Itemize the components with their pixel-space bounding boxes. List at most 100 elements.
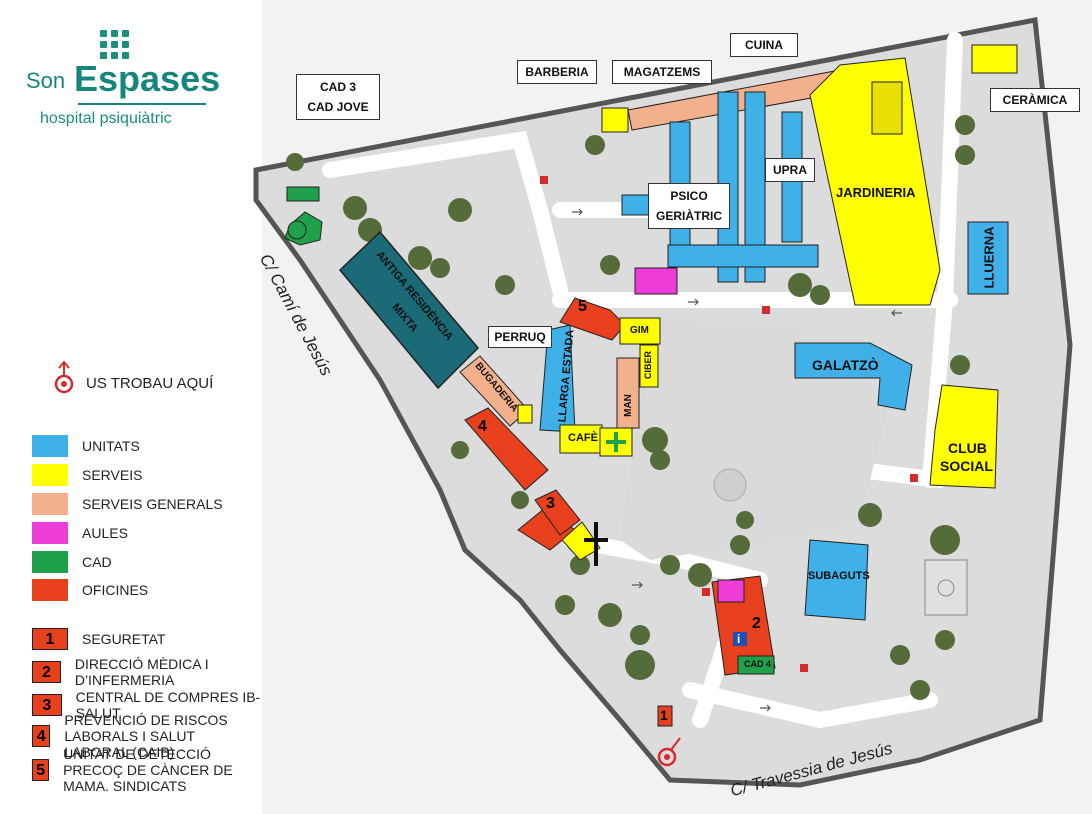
- number-label: SEGURETAT: [82, 631, 166, 647]
- legend-label: UNITATS: [82, 438, 140, 454]
- number-badge: 3: [32, 694, 62, 716]
- number-label: CENTRAL DE COMPRES IB-SALUT: [75, 689, 261, 721]
- legend-item-aules: AULES: [32, 521, 128, 545]
- legend-swatch: [32, 435, 68, 457]
- legend-number-2: 2 DIRECCIÓ MÈDICA I D’INFERMERIA: [32, 656, 262, 688]
- building-jardineria: [809, 57, 941, 306]
- building-lluerna: [967, 221, 1009, 295]
- number-badge: 1: [32, 628, 68, 650]
- building-ciber: [639, 344, 659, 388]
- callout-psico-line1: PSICO: [670, 189, 708, 203]
- label-galatzo: GALATZÒ: [812, 357, 879, 373]
- number-label: DIRECCIÓ MÈDICA I D’INFERMERIA: [74, 656, 209, 688]
- callout-psico: PSICO GERIÀTRIC: [648, 183, 730, 229]
- number-label: UNITAT DE DETECCIÓ PRECOÇ DE CÀNCER DE M…: [63, 746, 233, 794]
- callout-cad3-line2: CAD JOVE: [307, 100, 369, 114]
- roads: [322, 32, 963, 729]
- legend-item-unitats: UNITATS: [32, 434, 140, 458]
- legend-item-cad: CAD: [32, 550, 112, 574]
- building-perruq: [517, 404, 533, 424]
- building-gim: [619, 317, 661, 345]
- trees: [286, 115, 975, 700]
- number-badge: 2: [32, 661, 61, 683]
- label-cad4: CAD 4: [744, 659, 772, 669]
- number-label: PREVENCIÓ DE RISCOS LABORALS I SALUT LAB…: [64, 712, 228, 760]
- legend-label: SERVEIS GENERALS: [82, 496, 223, 512]
- callout-ceramica: CERÀMICA: [990, 88, 1080, 112]
- logo-son: Son: [26, 68, 66, 93]
- legend-swatch: [32, 464, 68, 486]
- logo-subtitle: hospital psiquiàtric: [40, 110, 172, 127]
- parking-icon: [540, 176, 918, 672]
- label-cafe: CAFÈ: [568, 432, 598, 444]
- you-are-here-icon: [54, 360, 74, 394]
- label-subaguts: SUBAGUTS: [808, 570, 870, 582]
- building-number-2: 2: [752, 615, 761, 632]
- label-ciber: CIBER: [643, 350, 654, 380]
- label-jardineria: JARDINERIA: [836, 185, 916, 200]
- building-5: [559, 297, 626, 341]
- fountain: [713, 468, 747, 502]
- legend-swatch: [32, 579, 68, 601]
- legend-number-1: 1 SEGURETAT: [32, 627, 166, 651]
- callout-cad3-line1: CAD 3: [319, 80, 356, 94]
- building-cad3-top: [286, 186, 320, 202]
- callout-cad3: CAD 3 CAD JOVE: [296, 74, 380, 120]
- building-cad4: [737, 655, 775, 675]
- you-are-here-marker-icon: [657, 737, 681, 767]
- building-subaguts: [804, 539, 869, 621]
- building-unit-c: [744, 91, 766, 283]
- callout-magatzems: MAGATZEMS: [612, 60, 712, 84]
- label-club-line2: SOCIAL: [940, 458, 993, 474]
- number-badge: 5: [32, 759, 50, 781]
- legend-label: AULES: [82, 525, 128, 541]
- legend-number-5: 5 UNITAT DE DETECCIÓ PRECOÇ DE CÀNCER DE…: [32, 746, 262, 794]
- legend-item-serveis: SERVEIS: [32, 463, 142, 487]
- callout-perruq: PERRUQ: [488, 326, 552, 348]
- building-antiga-residencia: [338, 230, 480, 390]
- hospital-logo: Son Espases hospital psiquiàtric: [22, 30, 242, 140]
- label-lluerna: LLUERNA: [981, 226, 997, 289]
- callout-psico-line2: GERIÀTRIC: [656, 209, 722, 223]
- legend-swatch: [32, 522, 68, 544]
- label-info: i: [737, 632, 741, 646]
- legend-label: SERVEIS: [82, 467, 143, 483]
- direction-arrows: [572, 208, 902, 712]
- you-are-here-label: US TROBAU AQUÍ: [86, 375, 214, 392]
- legend-panel: Son Espases hospital psiquiàtric US TROB…: [0, 0, 262, 814]
- building-unit-e: [667, 244, 819, 268]
- building-barberia: [601, 107, 629, 133]
- legend-swatch: [32, 551, 68, 573]
- legend-item-oficines: OFICINES: [32, 578, 148, 602]
- legend-item-serveis-generals: SERVEIS GENERALS: [32, 492, 223, 516]
- building-4: [464, 407, 549, 491]
- building-number-3: 3: [546, 495, 555, 512]
- building-cafe: [559, 424, 603, 454]
- logo-dots-icon: [100, 30, 130, 60]
- sports-court: [924, 559, 968, 616]
- callout-cuina: CUINA: [730, 33, 798, 57]
- legend-swatch: [32, 493, 68, 515]
- label-man: MAN: [622, 394, 634, 417]
- info-icon: [733, 632, 747, 646]
- building-ceramica: [971, 44, 1018, 74]
- legend-number-4: 4 PREVENCIÓ DE RISCOS LABORALS I SALUT L…: [32, 712, 262, 760]
- building-man: [616, 357, 640, 429]
- legend-label: OFICINES: [82, 582, 149, 598]
- central-plaza: [620, 320, 890, 560]
- building-aula: [634, 267, 678, 295]
- logo-underline: [78, 103, 206, 105]
- legend-number-3: 3 CENTRAL DE COMPRES IB-SALUT: [32, 689, 262, 721]
- number-badge: 4: [32, 725, 51, 747]
- legend-label: CAD: [82, 554, 112, 570]
- logo-espases: Espases: [74, 58, 221, 99]
- callout-barberia: BARBERIA: [517, 60, 597, 84]
- building-club-social: [929, 384, 999, 489]
- label-gim: GIM: [630, 325, 649, 336]
- building-1: [657, 705, 673, 727]
- building-number-4: 4: [478, 418, 487, 435]
- building-number-1: 1: [660, 707, 668, 723]
- callout-upra: UPRA: [765, 158, 815, 182]
- building-number-5: 5: [578, 298, 587, 315]
